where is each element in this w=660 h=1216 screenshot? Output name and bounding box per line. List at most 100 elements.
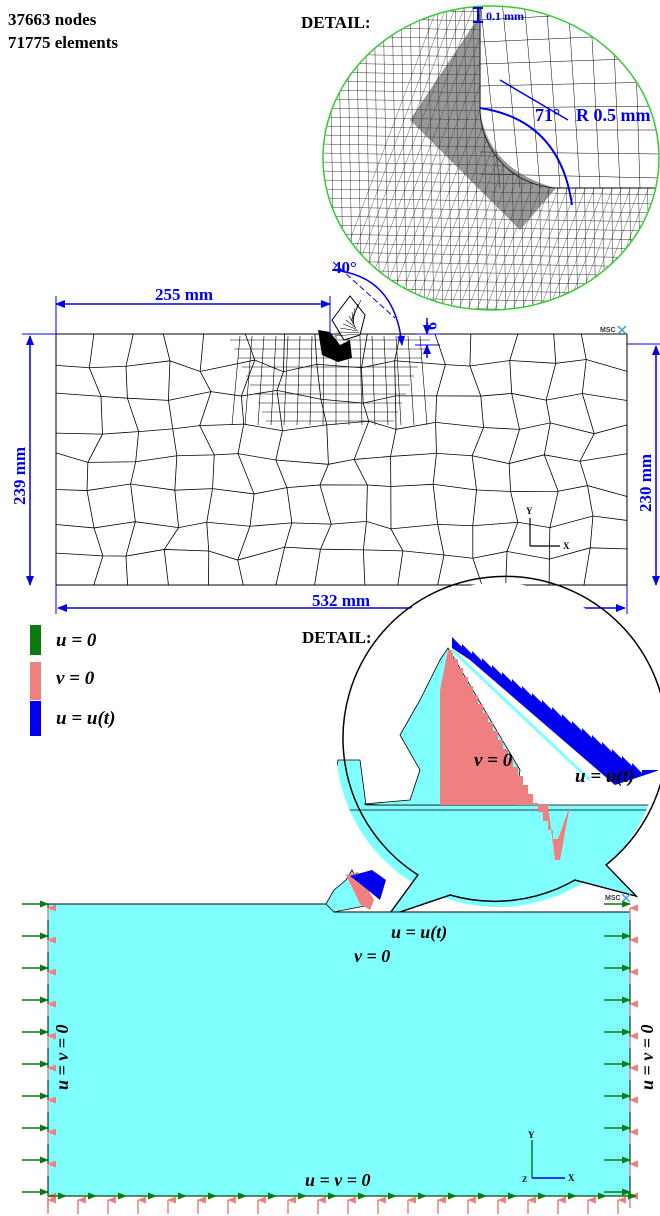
blue-stair-shape [452, 637, 660, 785]
mesh-col-line [86, 333, 104, 586]
mesh-col-line [505, 333, 520, 586]
detail-coarse-line [479, 105, 659, 109]
bottom-bc-arrows [47, 1192, 637, 1214]
angle-40-label: 40° [333, 258, 357, 277]
detail-v0-label: v = 0 [474, 750, 513, 771]
dim-239-label: 239 mm [10, 447, 29, 505]
detail-bottom-tail [574, 864, 638, 898]
axis-y-label-bottom: Y [528, 1130, 535, 1140]
dim-230-label: 230 mm [636, 454, 655, 512]
bc-legend: u = 0 v = 0 u = u(t) [30, 625, 115, 736]
domain-fill [47, 903, 631, 1197]
detail-coarse-line [501, 6, 521, 189]
notch-hatch-line [333, 333, 361, 337]
bc-panel: u = v = 0 u = v = 0 u = v = 0 u = u(t) v… [22, 869, 657, 1214]
notch-hatch-line [336, 331, 360, 333]
legend-swatch-u0 [30, 625, 41, 655]
axis-z-label-bottom: Z [522, 1175, 527, 1184]
mesh-col-line [469, 333, 484, 586]
detail-mesh-line [323, 260, 659, 268]
radius-leader [499, 79, 569, 121]
legend-label-v0: v = 0 [56, 668, 95, 689]
mesh-refine-line [244, 335, 253, 426]
mesh-col-line [237, 333, 256, 586]
mesh-col-line [390, 333, 404, 586]
notch-hatch-line [350, 299, 362, 321]
notch-hatch-line [339, 327, 359, 332]
mesh-row-line [55, 546, 628, 561]
detail-mesh-line [382, 6, 390, 310]
detail-coarse-line [523, 6, 541, 189]
mesh-col-line [125, 333, 140, 586]
radius-label: R 0.5 mm [576, 105, 651, 125]
detail-bottom: DETAIL: v = 0 u = u(t) [302, 575, 660, 918]
notch-region [318, 295, 366, 362]
detail-mesh-line [323, 206, 659, 214]
thickness-label: 0.1 mm [486, 9, 524, 23]
axis-triad-top: Y X [526, 506, 570, 551]
mesh-refine-line [419, 335, 428, 426]
detail-mesh-line [373, 6, 381, 310]
legend-label-ut: u = u(t) [56, 708, 115, 729]
angle-71-label: 71° [535, 105, 560, 125]
detail-ut-label: u = u(t) [575, 766, 634, 787]
mesh-col-line [275, 333, 293, 586]
mesh-row-line [55, 420, 628, 435]
mesh-refine-line [395, 335, 402, 426]
msc-logo-mark-bottom [621, 893, 631, 903]
mesh-col-line [199, 333, 215, 586]
bc-right-label: u = v = 0 [637, 1024, 657, 1090]
legend-swatch-v0 [30, 662, 41, 700]
mesh-outline [55, 333, 628, 586]
mesh-refine-line [359, 335, 363, 426]
mesh-row-line [55, 452, 628, 465]
detail-mesh-line [400, 6, 408, 310]
right-bc-arrows [604, 900, 638, 1208]
detail-dark-band [410, 15, 556, 230]
mesh-row-line [55, 390, 628, 404]
mesh-refine-line [231, 335, 241, 426]
detail-mesh-line [323, 251, 659, 259]
angle-40-arc [331, 269, 406, 346]
detail-coarse-line [567, 6, 581, 189]
detail-bottom-border [342, 575, 660, 918]
mesh-panel: 255 mm 40° 9 239 mm 230 mm 532 mm MSC Y … [10, 258, 660, 614]
legend-label-u0: u = 0 [56, 630, 97, 651]
notch-bc [325, 869, 386, 913]
notch-hatching [333, 299, 362, 337]
detail-v0-region [440, 650, 570, 860]
detail-bottom-title: DETAIL: [302, 628, 372, 647]
detail-mesh-line [320, 315, 660, 321]
detail-mesh-line [323, 242, 659, 250]
angle-40-leader [332, 261, 396, 319]
mesh-row-line [55, 515, 628, 530]
mesh-refine-line [309, 335, 313, 426]
mesh-col-line [432, 333, 446, 586]
radius-arc [479, 107, 573, 206]
dim-532-label: 532 mm [312, 591, 370, 610]
legend-swatch-ut [30, 701, 41, 736]
bc-notch-v-label: v = 0 [354, 946, 390, 966]
mesh-row-line [55, 359, 628, 373]
detail-top-title: DETAIL: [301, 13, 371, 32]
mesh-refine-line [407, 335, 415, 426]
mesh-row-line [55, 483, 628, 497]
mesh-refine-line [371, 335, 376, 426]
detail-mesh-line [409, 6, 417, 310]
detail-mesh-line [323, 197, 659, 205]
axis-y-label: Y [526, 506, 533, 516]
node-count: 37663 nodes [8, 10, 97, 29]
detail-top-border [322, 5, 660, 311]
msc-logo-mark [617, 325, 627, 335]
detail-mesh-line [391, 6, 399, 310]
mesh-refine-line [283, 335, 289, 426]
mesh-refine-line [383, 335, 389, 426]
bc-notch-u-label: u = u(t) [391, 922, 447, 943]
mesh-col-line [353, 333, 370, 586]
depth-label: 9 [422, 322, 439, 330]
mesh-col-line [579, 333, 595, 586]
notch-hatch-line [342, 323, 358, 330]
mesh-refine-line [296, 335, 301, 426]
pink-stair-shape [440, 650, 570, 860]
